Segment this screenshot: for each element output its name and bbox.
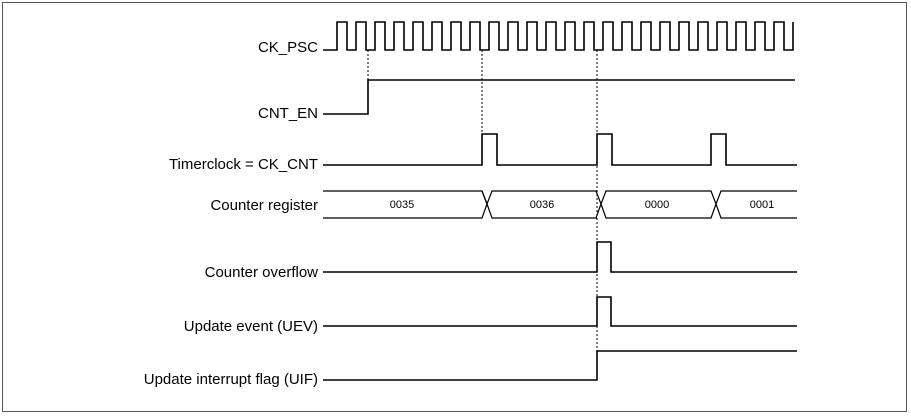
signal-label-update-event: Update event (UEV): [184, 318, 318, 335]
diagram-frame: [2, 2, 907, 412]
waveform-counter-register: [323, 190, 797, 219]
waveform-timerclock: [323, 133, 797, 166]
signal-label-timerclock: Timerclock = CK_CNT: [169, 156, 318, 173]
counter-value-0: 0035: [390, 199, 414, 211]
signal-label-counter-register: Counter register: [210, 197, 318, 214]
signal-label-uif: Update interrupt flag (UIF): [144, 371, 318, 388]
waveform-counter-overflow: [323, 241, 797, 273]
signal-label-counter-overflow: Counter overflow: [205, 264, 319, 281]
signal-label-cnt-en: CNT_EN: [258, 105, 318, 122]
waveform-cnt-en: [323, 79, 795, 115]
counter-value-3: 0001: [750, 199, 774, 211]
waveform-update-event: [323, 296, 797, 327]
waveform-uif: [323, 350, 797, 381]
counter-value-2: 0000: [645, 199, 669, 211]
counter-value-1: 0036: [530, 199, 554, 211]
waveform-ck-psc: [323, 21, 794, 51]
signal-label-ck-psc: CK_PSC: [258, 39, 318, 56]
